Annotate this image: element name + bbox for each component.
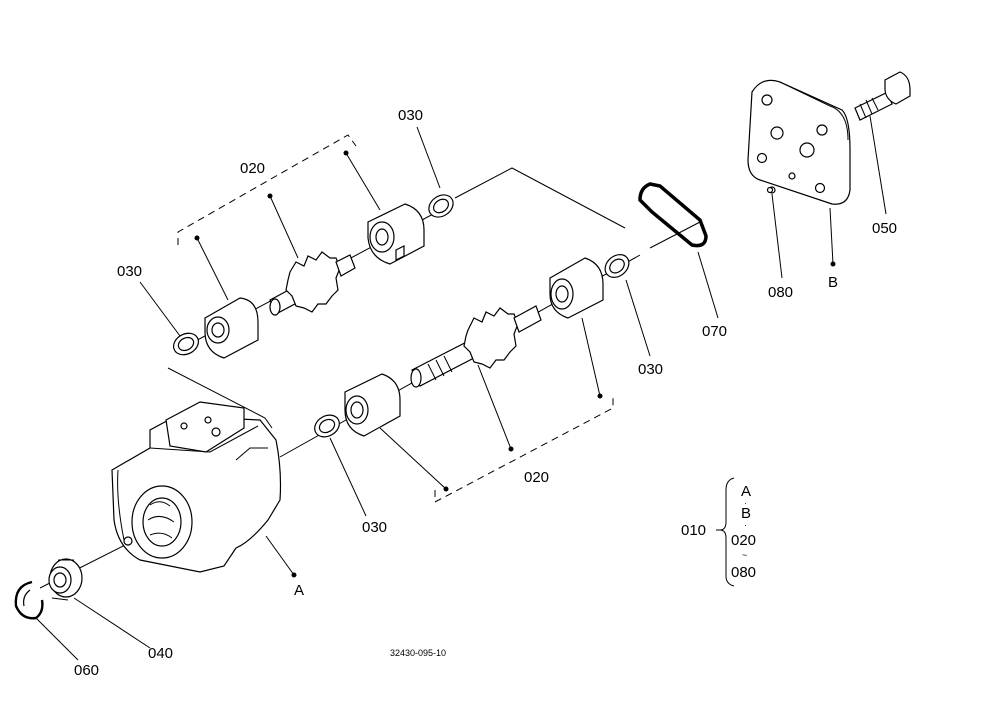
ring-030-top (428, 194, 454, 218)
callout-030-mid: 030 (362, 519, 387, 536)
ring-030-left (172, 332, 200, 356)
assembly-key-member-4: 080 (731, 564, 756, 581)
snap-ring-060 (14, 580, 44, 620)
callout-040: 040 (148, 645, 173, 662)
gear-shaft-upper (269, 251, 356, 316)
callout-labels: 030 020 030 030 030 020 070 080 B 050 A … (74, 107, 897, 679)
callout-070: 070 (702, 323, 727, 340)
pins-080 (766, 186, 774, 194)
ring-030-right (604, 254, 630, 278)
callout-030-left: 030 (117, 263, 142, 280)
callout-a: A (294, 582, 304, 599)
bushing-upper-left (204, 297, 259, 359)
callout-leaders (35, 115, 887, 661)
assembly-key-010: 010 A · B · 020 ~ 080 (681, 477, 756, 587)
assembly-key-member-3: 020 (731, 532, 756, 549)
callout-030-top: 030 (398, 107, 423, 124)
group-bracket-020-top (177, 134, 357, 245)
callout-b: B (828, 274, 838, 291)
drawing-number: 32430-095-10 (390, 648, 446, 658)
gear-shaft-lower (410, 305, 542, 388)
o-ring-070 (638, 182, 708, 248)
assembly-key-member-1: A (741, 483, 751, 500)
cover-plate-b (747, 79, 851, 205)
callout-060: 060 (74, 662, 99, 679)
assembly-key-range-mark: ~ (742, 550, 747, 560)
bushing-lower-left (344, 373, 401, 437)
bushing-lower-right (549, 257, 604, 319)
group-bracket-020-bottom (434, 395, 614, 503)
housing-a (111, 401, 282, 573)
assembly-key-separator-2: · (744, 520, 747, 530)
bushing-upper-right (367, 203, 425, 265)
oil-seal-040 (48, 558, 83, 601)
callout-020-top: 020 (240, 160, 265, 177)
assembly-key-member-2: B (741, 505, 751, 522)
bolt-050 (854, 71, 911, 121)
callout-020-bottom: 020 (524, 469, 549, 486)
callout-030-right: 030 (638, 361, 663, 378)
assembly-key-part-number: 010 (681, 522, 706, 539)
callout-050: 050 (872, 220, 897, 237)
callout-080: 080 (768, 284, 793, 301)
assembly-key-separator-1: · (744, 498, 747, 508)
ring-030-mid (314, 414, 340, 438)
